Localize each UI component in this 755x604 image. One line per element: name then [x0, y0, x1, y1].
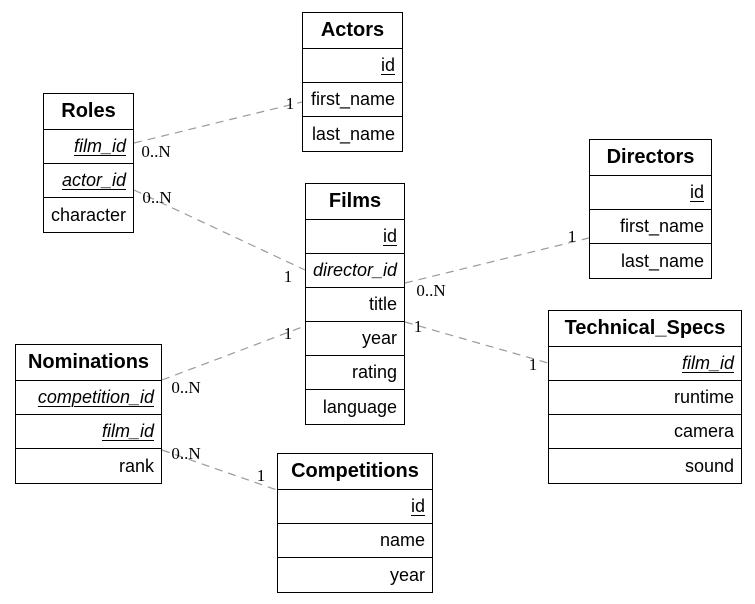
attribute-title: title	[368, 294, 397, 314]
attribute-row: competition_id	[16, 381, 161, 415]
attribute-row: name	[278, 524, 432, 558]
attribute-row: language	[306, 390, 404, 424]
relationship-line-films-technical_specs	[404, 321, 549, 364]
cardinality-label: 1	[413, 317, 423, 336]
attribute-first_name: first_name	[619, 216, 704, 236]
cardinality-label: 1	[567, 227, 577, 246]
attribute-row: year	[306, 322, 404, 356]
cardinality-label: 0..N	[142, 188, 172, 207]
attribute-last_name: last_name	[620, 250, 704, 271]
entity-title: Roles	[44, 94, 133, 130]
attribute-row: id	[278, 490, 432, 524]
attribute-rating: rating	[351, 362, 397, 382]
attribute-id: id	[689, 182, 704, 202]
attribute-row: film_id	[44, 130, 133, 164]
attribute-row: title	[306, 288, 404, 322]
attribute-id: id	[382, 226, 397, 246]
attribute-runtime: runtime	[673, 387, 734, 407]
attribute-sound: sound	[684, 455, 734, 476]
attribute-film_id: film_id	[101, 421, 154, 441]
cardinality-label: 1	[528, 355, 538, 374]
attribute-row: runtime	[549, 381, 741, 415]
attribute-row: film_id	[549, 347, 741, 381]
entity-title: Competitions	[278, 454, 432, 490]
entity-title: Films	[306, 184, 404, 220]
attribute-row: id	[306, 220, 404, 254]
attribute-id: id	[380, 55, 395, 75]
cardinality-label: 0..N	[416, 281, 446, 300]
attribute-director_id: director_id	[312, 260, 397, 280]
attribute-year: year	[361, 328, 397, 348]
cardinality-label: 1	[283, 324, 293, 343]
attribute-first_name: first_name	[310, 89, 395, 109]
attribute-row: camera	[549, 415, 741, 449]
cardinality-label: 0..N	[141, 142, 171, 161]
attribute-row: first_name	[303, 83, 402, 117]
attribute-row: director_id	[306, 254, 404, 288]
attribute-row: first_name	[590, 210, 711, 244]
attribute-row: year	[278, 558, 432, 592]
attribute-year: year	[389, 564, 425, 585]
attribute-film_id: film_id	[73, 136, 126, 156]
attribute-row: film_id	[16, 415, 161, 449]
attribute-row: last_name	[303, 117, 402, 151]
cardinality-label: 1	[256, 466, 266, 485]
attribute-camera: camera	[673, 421, 734, 441]
entity-title: Technical_Specs	[549, 311, 741, 347]
attribute-row: last_name	[590, 244, 711, 278]
relationship-line-films-directors	[404, 237, 590, 284]
attribute-character: character	[50, 204, 126, 225]
attribute-film_id: film_id	[681, 353, 734, 373]
entity-roles: Roles film_id actor_id character	[43, 93, 134, 233]
entity-title: Nominations	[16, 345, 161, 381]
attribute-competition_id: competition_id	[37, 387, 154, 407]
attribute-actor_id: actor_id	[61, 170, 126, 190]
attribute-name: name	[379, 530, 425, 550]
entity-actors: Actors id first_name last_name	[302, 12, 403, 152]
attribute-language: language	[322, 396, 397, 417]
cardinality-label: 0..N	[171, 378, 201, 397]
attribute-row: rating	[306, 356, 404, 390]
attribute-row: rank	[16, 449, 161, 483]
relationship-line-roles-actors	[133, 101, 303, 144]
attribute-row: sound	[549, 449, 741, 483]
attribute-row: actor_id	[44, 164, 133, 198]
attribute-row: id	[590, 176, 711, 210]
attribute-id: id	[410, 496, 425, 516]
entity-title: Actors	[303, 13, 402, 49]
cardinality-label: 0..N	[171, 444, 201, 463]
cardinality-label: 1	[283, 267, 293, 286]
attribute-row: character	[44, 198, 133, 232]
entity-directors: Directors id first_name last_name	[589, 139, 712, 279]
entity-title: Directors	[590, 140, 711, 176]
attribute-rank: rank	[118, 455, 154, 476]
attribute-row: id	[303, 49, 402, 83]
cardinality-label: 1	[285, 94, 295, 113]
attribute-last_name: last_name	[311, 123, 395, 144]
entity-competitions: Competitions id name year	[277, 453, 433, 593]
